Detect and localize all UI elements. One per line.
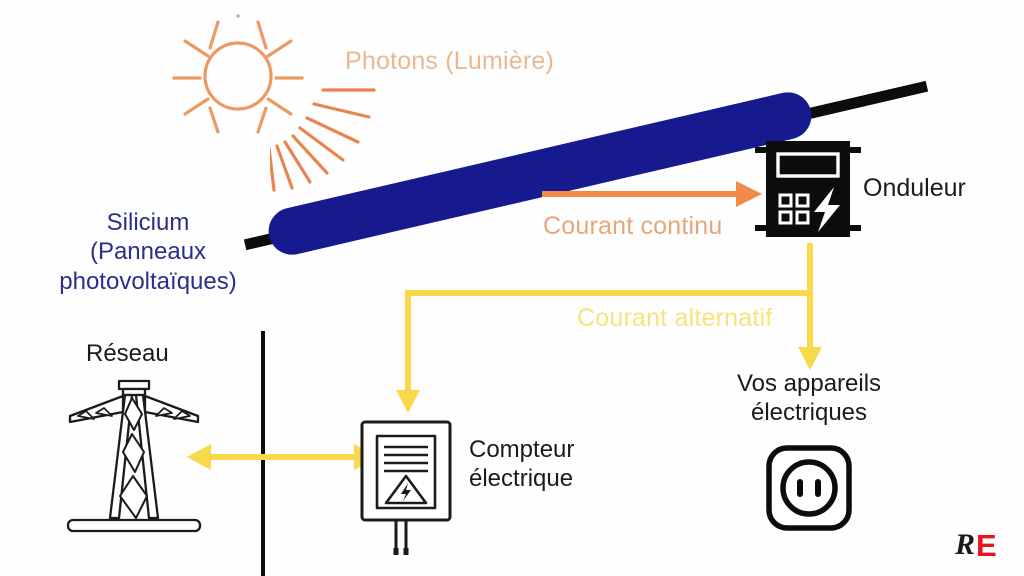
label-courant-continu: Courant continu <box>543 212 723 240</box>
label-appareils: Vos appareils électriques <box>736 370 882 427</box>
inverter-icon <box>752 133 864 245</box>
logo-letter-e: E <box>976 528 997 563</box>
house-wall-line <box>261 331 265 576</box>
sun-icon <box>160 8 320 168</box>
re-logo: R E <box>955 528 1011 563</box>
power-outlet-icon <box>764 443 854 533</box>
label-photons: Photons (Lumière) <box>345 47 555 75</box>
label-onduleur: Onduleur <box>863 174 966 202</box>
label-courant-alternatif: Courant alternatif <box>577 304 773 332</box>
ac-arrow-to-meter <box>395 288 815 423</box>
label-silicium: Silicium (Panneaux photovoltaïques) <box>59 209 237 295</box>
transmission-tower-icon <box>62 378 206 538</box>
dc-arrow <box>540 178 770 210</box>
electric-meter-icon <box>358 418 462 558</box>
label-reseau: Réseau <box>86 340 169 367</box>
photon-rays-icon <box>267 70 430 210</box>
grid-bidirectional-arrow <box>185 440 380 474</box>
logo-letter-r: R <box>955 528 976 561</box>
label-compteur: Compteur électrique <box>469 436 575 493</box>
